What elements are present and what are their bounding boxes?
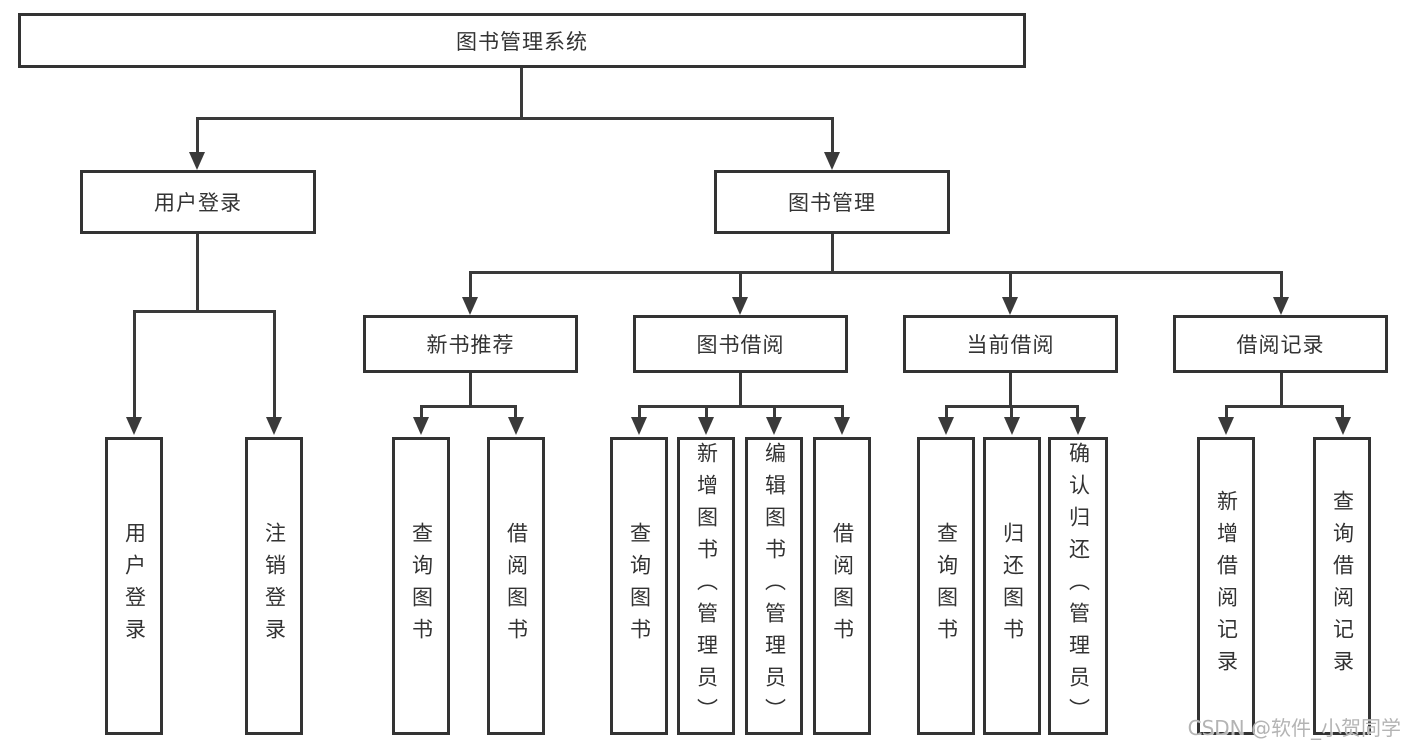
arrow-down-icon — [413, 417, 429, 435]
connector-line — [133, 310, 136, 418]
node-label: 当前借阅 — [966, 333, 1055, 357]
leaf-borrow-book: 借阅图书 — [813, 437, 871, 735]
connector-line — [1225, 405, 1228, 419]
leaf-confirm-return-admin: 确认归还（管理员） — [1048, 437, 1108, 735]
connector-line — [1280, 271, 1283, 299]
connector-line — [196, 234, 199, 313]
node-system-root: 图书管理系统 — [18, 13, 1026, 68]
connector-line — [739, 271, 742, 299]
leaf-add-book-admin: 新增图书（管理员） — [677, 437, 735, 735]
connector-line — [196, 117, 834, 120]
connector-line — [773, 405, 776, 419]
arrow-down-icon — [631, 417, 647, 435]
node-label: 用户登录 — [122, 522, 147, 650]
connector-line — [420, 405, 423, 419]
connector-line — [469, 373, 472, 408]
connector-line — [705, 405, 708, 419]
connector-line — [1225, 405, 1344, 408]
node-label: 新增借阅记录 — [1214, 490, 1239, 682]
leaf-edit-book-admin: 编辑图书（管理员） — [745, 437, 803, 735]
node-label: 借阅记录 — [1236, 333, 1325, 357]
connector-line — [945, 405, 948, 419]
node-label: 查询图书 — [934, 522, 959, 650]
node-book-management: 图书管理 — [714, 170, 950, 234]
leaf-query-book-current: 查询图书 — [917, 437, 975, 735]
node-current-borrow: 当前借阅 — [903, 315, 1118, 373]
node-label: 新书推荐 — [426, 333, 515, 357]
connector-line — [1009, 271, 1012, 299]
arrow-down-icon — [508, 417, 524, 435]
connector-line — [739, 373, 742, 408]
node-label: 新增图书（管理员） — [694, 442, 719, 730]
leaf-query-book-recommend: 查询图书 — [392, 437, 450, 735]
arrow-down-icon — [1218, 417, 1234, 435]
node-user-login: 用户登录 — [80, 170, 316, 234]
connector-line — [469, 271, 472, 299]
node-label: 借阅图书 — [504, 522, 529, 650]
node-label: 图书借阅 — [696, 333, 785, 357]
arrow-down-icon — [462, 297, 478, 315]
connector-line — [1076, 405, 1079, 419]
connector-line — [514, 405, 517, 419]
connector-line — [831, 117, 834, 153]
node-label: 用户登录 — [154, 191, 242, 215]
node-label: 图书管理系统 — [456, 29, 588, 54]
node-label: 图书管理 — [788, 191, 876, 215]
node-label: 查询借阅记录 — [1330, 490, 1355, 682]
node-label: 编辑图书（管理员） — [762, 442, 787, 730]
connector-line — [1009, 373, 1012, 408]
arrow-down-icon — [766, 417, 782, 435]
connector-line — [520, 68, 523, 118]
node-book-borrow: 图书借阅 — [633, 315, 848, 373]
node-label: 借阅图书 — [830, 522, 855, 650]
arrow-down-icon — [1002, 297, 1018, 315]
node-label: 确认归还（管理员） — [1066, 442, 1091, 730]
leaf-return-book: 归还图书 — [983, 437, 1041, 735]
connector-line — [469, 271, 1283, 274]
arrow-down-icon — [824, 152, 840, 170]
connector-line — [1341, 405, 1344, 419]
node-label: 注销登录 — [262, 522, 287, 650]
connector-line — [831, 234, 834, 274]
leaf-query-borrow-record: 查询借阅记录 — [1313, 437, 1371, 735]
leaf-borrow-book-recommend: 借阅图书 — [487, 437, 545, 735]
leaf-user-login: 用户登录 — [105, 437, 163, 735]
connector-line — [420, 405, 517, 408]
arrow-down-icon — [1273, 297, 1289, 315]
connector-line — [841, 405, 844, 419]
leaf-query-book-borrow: 查询图书 — [610, 437, 668, 735]
connector-line — [133, 310, 276, 313]
node-borrow-record: 借阅记录 — [1173, 315, 1388, 373]
arrow-down-icon — [732, 297, 748, 315]
node-label: 查询图书 — [409, 522, 434, 650]
connector-line — [1010, 405, 1013, 419]
node-label: 查询图书 — [627, 522, 652, 650]
connector-line — [638, 405, 844, 408]
connector-line — [196, 117, 199, 153]
arrow-down-icon — [1335, 417, 1351, 435]
connector-line — [638, 405, 641, 419]
arrow-down-icon — [1070, 417, 1086, 435]
connector-line — [273, 310, 276, 418]
node-new-book-recommend: 新书推荐 — [363, 315, 578, 373]
arrow-down-icon — [1004, 417, 1020, 435]
leaf-add-borrow-record: 新增借阅记录 — [1197, 437, 1255, 735]
connector-line — [1280, 373, 1283, 408]
arrow-down-icon — [938, 417, 954, 435]
leaf-logout: 注销登录 — [245, 437, 303, 735]
csdn-watermark: CSDN @软件_小贺同学 — [1187, 716, 1401, 740]
arrow-down-icon — [266, 417, 282, 435]
arrow-down-icon — [126, 417, 142, 435]
arrow-down-icon — [189, 152, 205, 170]
arrow-down-icon — [698, 417, 714, 435]
node-label: 归还图书 — [1000, 522, 1025, 650]
arrow-down-icon — [834, 417, 850, 435]
